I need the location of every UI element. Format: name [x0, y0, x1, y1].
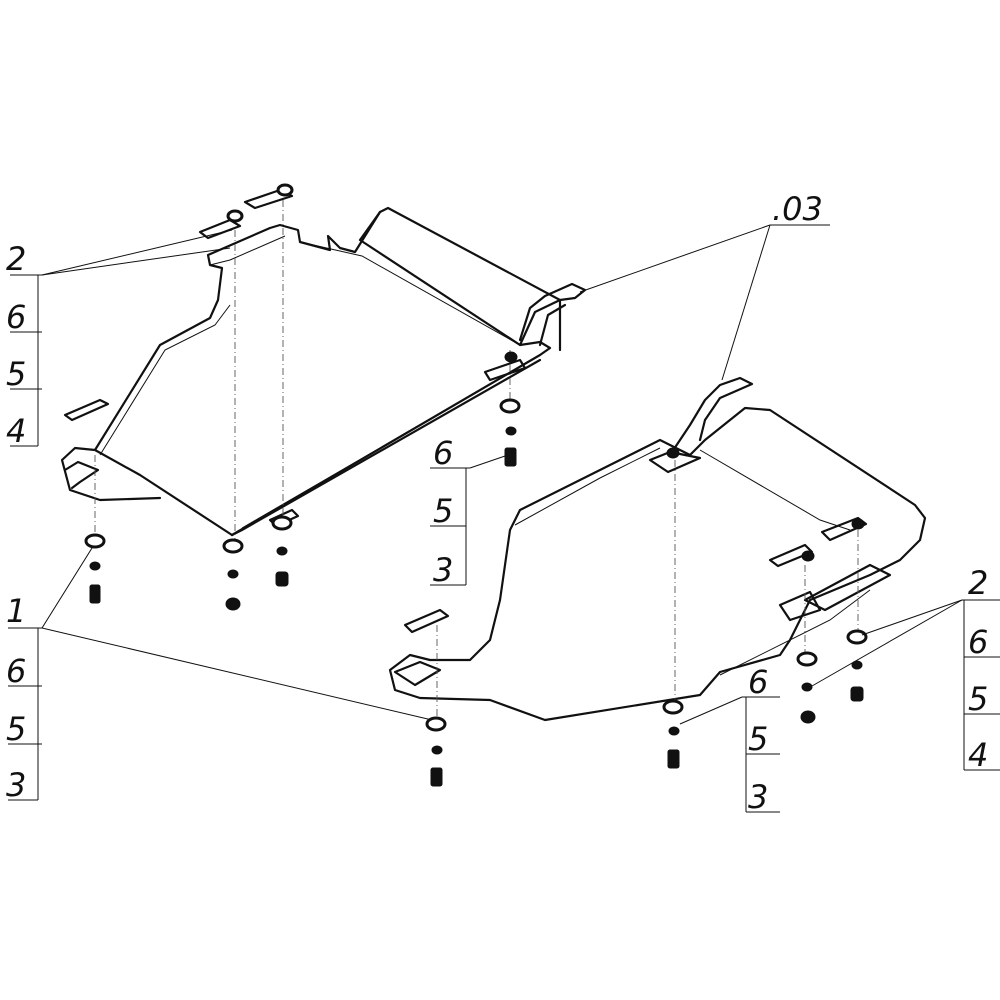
callout-left-top-4: 4	[6, 412, 26, 450]
callout-center-2: 5	[433, 492, 453, 530]
callout-left-top-3: 5	[6, 355, 26, 393]
callout-right-4: 4	[968, 736, 988, 774]
callout-right-center-2: 5	[748, 720, 768, 758]
bolt-icon	[225, 597, 241, 611]
nut-icon	[801, 682, 813, 692]
washer-icon	[846, 629, 868, 645]
washer-icon	[226, 209, 244, 223]
bolt-icon	[504, 447, 517, 467]
bolt-icon	[801, 550, 815, 562]
nut-icon	[851, 660, 863, 670]
callout-left-bottom-4: 3	[6, 766, 26, 804]
nut-icon	[850, 686, 864, 702]
nut-icon	[227, 569, 239, 579]
bolt-icon	[800, 710, 816, 724]
nut-icon	[505, 426, 517, 436]
callout-center-3: 3	[433, 551, 453, 589]
callout-left-bottom-2: 6	[6, 652, 26, 690]
callout-right-3: 5	[968, 680, 988, 718]
bolt-icon	[667, 749, 680, 769]
callout-left-bottom-3: 5	[6, 710, 26, 748]
callout-labels: 2 6 5 4 1 6 5 3 6 5 3 .03 6 5 3 2 6 5 4	[6, 190, 988, 816]
washer-icon	[499, 398, 521, 414]
callout-right-1: 2	[968, 564, 988, 602]
left-skid-plate	[60, 188, 587, 537]
callout-part-ref: .03	[772, 190, 823, 228]
washer-icon	[796, 651, 818, 667]
nut-icon	[89, 561, 101, 571]
right-skid-plate	[388, 376, 927, 722]
callout-center-1: 6	[433, 434, 453, 472]
nut-icon	[276, 546, 288, 556]
callout-right-2: 6	[968, 623, 988, 661]
washer-icon	[276, 183, 294, 197]
washer-icon	[222, 538, 244, 554]
washer-icon	[425, 716, 447, 732]
bolt-icon	[504, 351, 518, 363]
washer-icon	[662, 699, 684, 715]
washer-icon	[84, 533, 106, 549]
callout-right-center-3: 3	[748, 778, 768, 816]
callout-left-bottom-1: 1	[6, 592, 26, 630]
nut-icon	[431, 745, 443, 755]
callout-left-top-2: 6	[6, 298, 26, 336]
callout-left-top-1: 2	[6, 240, 26, 278]
washer-icon	[271, 515, 293, 531]
leader-lines	[8, 224, 1000, 813]
bolt-icon	[89, 584, 101, 604]
nut-icon	[275, 571, 289, 587]
bolt-icon	[430, 767, 443, 787]
callout-right-center-1: 6	[748, 663, 768, 701]
bolt-icon	[851, 518, 865, 530]
fasteners	[84, 183, 868, 787]
nut-icon	[668, 726, 680, 736]
center-lines	[94, 200, 859, 720]
bolt-icon	[666, 447, 680, 459]
